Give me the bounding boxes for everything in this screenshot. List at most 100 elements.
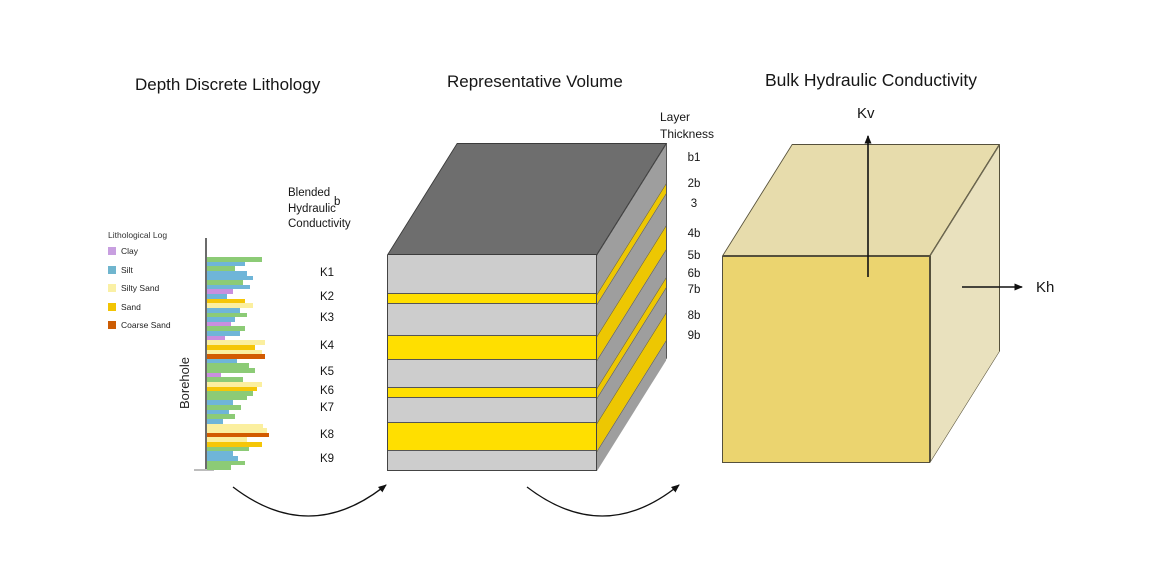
legend-item: Sand <box>108 302 171 312</box>
borehole-bar <box>207 335 225 341</box>
layer-front-K1 <box>388 255 596 293</box>
title-bulk-hydraulic-conductivity: Bulk Hydraulic Conductivity <box>765 70 978 90</box>
legend-label: Sand <box>121 301 141 312</box>
k-label-K8: K8 <box>319 428 335 441</box>
blended-line-1: Blended <box>288 187 331 199</box>
legend-swatch-sand <box>108 302 116 311</box>
borehole-label: Borehole <box>177 356 192 410</box>
layer-front-K2 <box>388 293 596 303</box>
borehole-bar <box>207 455 238 461</box>
borehole-bar <box>207 432 269 438</box>
k-label-K5: K5 <box>319 365 335 378</box>
legend-item: Silt <box>108 265 171 275</box>
flow-arrow-lithology-to-volume <box>232 484 387 517</box>
thickness-label-K7: 7b <box>687 284 701 296</box>
borehole-bar <box>207 284 250 290</box>
borehole-bar <box>207 266 235 271</box>
borehole-bar <box>207 257 262 262</box>
borehole-bar <box>207 270 247 276</box>
k-label-K6: K6 <box>319 384 335 397</box>
borehole-bar <box>207 437 247 442</box>
title-depth-discrete-lithology: Depth Discrete Lithology <box>135 75 321 94</box>
borehole-bar <box>207 275 253 281</box>
borehole-bar <box>207 381 262 387</box>
thickness-label-K9: 9b <box>687 330 701 342</box>
legend-title: Lithological Log <box>108 230 168 240</box>
layer-front-K5 <box>388 359 596 387</box>
representative-volume-front-face <box>387 255 597 471</box>
borehole-bar <box>207 391 253 396</box>
borehole-bar <box>207 307 240 313</box>
legend-item: Clay <box>108 246 171 256</box>
borehole-bar <box>207 344 255 350</box>
k-label-K1: K1 <box>319 266 335 279</box>
borehole-bar <box>207 317 235 322</box>
layer-front-K3 <box>388 303 596 335</box>
borehole-axis-line <box>205 238 207 471</box>
thickness-label-K4: 4b <box>687 228 701 240</box>
borehole-base-tick <box>194 469 214 471</box>
borehole-bar <box>207 372 221 378</box>
borehole-bar <box>207 386 257 392</box>
k-label-K7: K7 <box>319 402 335 414</box>
borehole-bar <box>207 280 243 285</box>
layer-front-K4 <box>388 335 596 359</box>
k-label-K9: K9 <box>319 452 335 465</box>
legend-label: Coarse Sand <box>121 320 171 330</box>
layer-front-K6 <box>388 387 596 397</box>
layer-thickness-header-line-1: Layer <box>660 110 691 124</box>
borehole-bar <box>207 349 262 355</box>
legend-swatch-silty-sand <box>108 284 116 292</box>
legend-label: Silt <box>121 264 133 275</box>
borehole-bar <box>207 294 227 299</box>
title-representative-volume: Representative Volume <box>447 72 623 91</box>
legend-label: Clay <box>121 246 139 256</box>
legend-swatch-silt <box>108 265 116 274</box>
borehole-bar <box>207 428 267 433</box>
borehole-bar <box>207 363 249 368</box>
borehole-bar <box>207 423 263 429</box>
layer-front-K7 <box>388 397 596 422</box>
borehole-bar <box>207 405 241 410</box>
legend-swatch-coarse-sand <box>108 321 116 329</box>
borehole-bar <box>207 298 245 304</box>
blended-subscript-b: b <box>334 196 341 208</box>
borehole-bar <box>207 409 229 415</box>
legend-item: Coarse Sand <box>108 320 171 330</box>
thickness-label-K5: 5b <box>687 250 701 262</box>
layer-thickness-header-line-2: Thickness <box>660 127 715 141</box>
blended-line-2: Hydraulic <box>288 202 336 215</box>
thickness-label-K2: 2b <box>687 178 701 190</box>
borehole-bar <box>207 460 245 466</box>
borehole-bar <box>207 395 247 401</box>
thickness-label-K6: 6b <box>687 268 701 280</box>
kh-label: Kh <box>1036 279 1055 296</box>
blended-hydraulic-conductivity-label: Blended Hydraulic Conductivity <box>288 186 351 233</box>
legend-item: Silty Sand <box>108 283 171 293</box>
borehole-bar <box>207 400 233 405</box>
thickness-label-K8: 8b <box>687 310 701 322</box>
borehole-bar <box>207 418 223 424</box>
layer-front-K9 <box>388 450 596 470</box>
layer-front-K8 <box>388 422 596 450</box>
borehole-bar <box>207 261 245 267</box>
thickness-label-K1: b1 <box>687 152 701 164</box>
borehole-bar <box>207 326 245 331</box>
flow-arrow-volume-to-bulk <box>526 484 680 517</box>
layer-thickness-header: Layer Thickness <box>660 109 714 143</box>
borehole-bar <box>207 321 231 327</box>
kv-label: Kv <box>857 105 875 122</box>
borehole-bar <box>207 377 243 382</box>
bulk-cube-front-face <box>722 256 930 463</box>
borehole-bar <box>207 340 265 345</box>
thickness-label-K3: 3 <box>690 198 698 210</box>
k-label-K4: K4 <box>319 339 335 352</box>
borehole-bar <box>207 368 255 373</box>
k-label-K2: K2 <box>319 290 335 303</box>
borehole-bar <box>207 465 231 470</box>
borehole-bar <box>207 303 253 308</box>
borehole-bar <box>207 358 237 364</box>
